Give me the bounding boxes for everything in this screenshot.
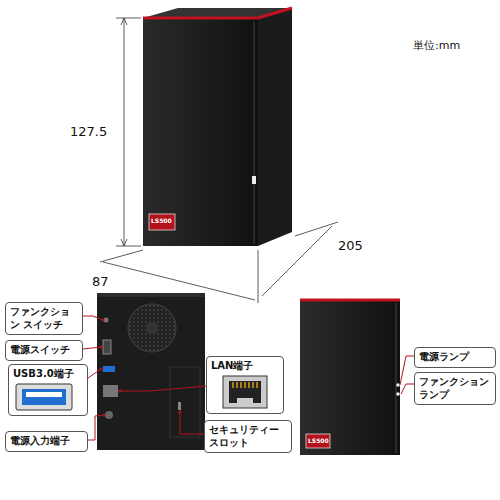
model-badge: LS500 bbox=[151, 217, 172, 224]
dimension-lines bbox=[100, 18, 338, 303]
callout-label: ファンクション ランプ bbox=[419, 376, 491, 401]
nas-rear-view bbox=[97, 293, 205, 450]
callout-box: 電源入力端子 bbox=[5, 431, 88, 452]
dimension-width: 87 bbox=[92, 274, 109, 289]
lan-port-icon bbox=[223, 376, 267, 408]
model-badge: LS500 bbox=[308, 437, 329, 444]
callout-label: ファンクション スイッチ bbox=[10, 306, 78, 331]
nas-3d-view bbox=[143, 8, 292, 246]
dimension-depth: 205 bbox=[338, 238, 363, 253]
callout-box: 電源ランプ bbox=[414, 347, 496, 368]
nas-front-view bbox=[300, 300, 400, 455]
callout-box: ファンクション ランプ bbox=[414, 372, 496, 405]
callout-box: USB3.0端子 bbox=[8, 364, 88, 416]
callout-box: ファンクション スイッチ bbox=[5, 302, 83, 335]
callout-label: LAN端子 bbox=[211, 360, 279, 373]
callout-box: LAN端子 bbox=[206, 356, 284, 414]
callout-label: 電源ランプ bbox=[419, 351, 491, 364]
callout-label: 電源スイッチ bbox=[10, 344, 78, 357]
usb-port-icon bbox=[16, 384, 72, 410]
callout-label: USB3.0端子 bbox=[13, 368, 83, 381]
unit-note: 単位:mm bbox=[413, 38, 460, 53]
callout-label: セキュリティー スロット bbox=[209, 424, 287, 449]
callout-label: 電源入力端子 bbox=[10, 435, 83, 448]
callout-box: セキュリティー スロット bbox=[204, 420, 292, 453]
leader-dots bbox=[100, 319, 182, 417]
dimension-height: 127.5 bbox=[70, 124, 107, 139]
callout-box: 電源スイッチ bbox=[5, 340, 83, 361]
